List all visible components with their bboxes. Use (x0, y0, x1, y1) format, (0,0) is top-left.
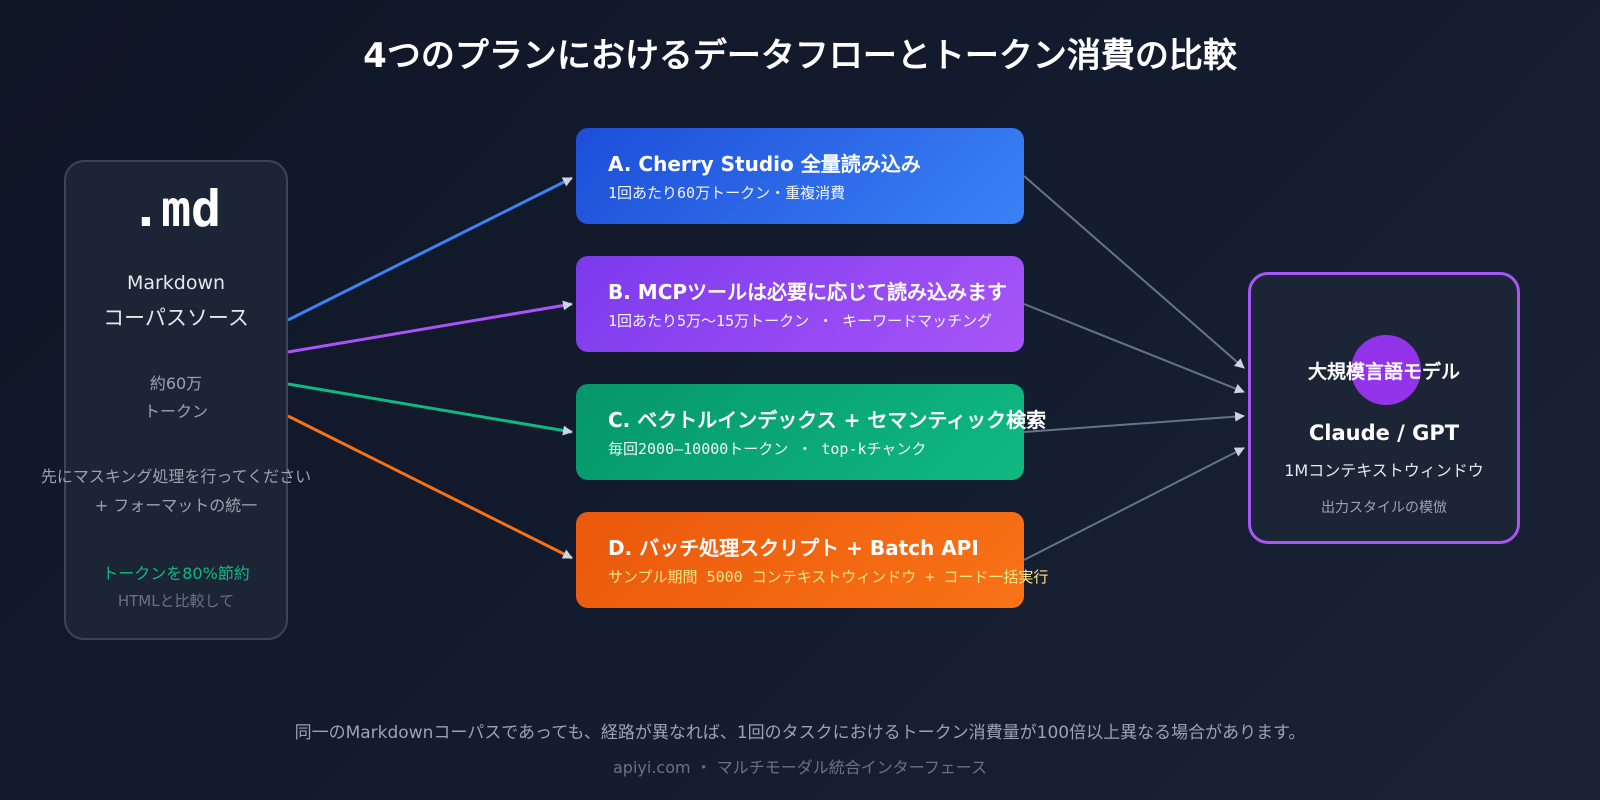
llm-model: Claude / GPT (1308, 421, 1460, 445)
plan-d-title: D. バッチ処理スクリプト + Batch API (608, 536, 979, 560)
plan-c-card: C. ベクトルインデックス + セマンティック検索 毎回2000–10000トー… (576, 384, 1046, 480)
arrow-plan-b-to-llm (1023, 303, 1245, 394)
plan-a-desc: 1回あたり60万トークン・重複消費 (608, 184, 846, 202)
arrow-source-to-plan-b (287, 300, 573, 354)
arrow-source-to-plan-d (287, 414, 573, 560)
plan-b-title: B. MCPツールは必要に応じて読み込みます (608, 280, 1008, 304)
footer-note: 同一のMarkdownコーパスであっても、経路が異なれば、1回のタスクにおけるト… (294, 723, 1306, 743)
footer-credit: apiyi.com ・ マルチモーダル統合インターフェース (613, 758, 987, 777)
token-count-line1: 約60万 (149, 374, 203, 393)
arrow-plan-c-to-llm (1023, 411, 1245, 433)
arrow-source-to-plan-a (287, 176, 573, 322)
llm-style: 出力スタイルの模倣 (1321, 500, 1447, 516)
llm-context: 1Mコンテキストウィンドウ (1284, 461, 1484, 480)
plan-a-card: A. Cherry Studio 全量読み込み 1回あたり60万トークン・重複消… (576, 128, 1024, 224)
plan-c-desc: 毎回2000–10000トークン ・ top-kチャンク (608, 440, 927, 458)
plan-b-card: B. MCPツールは必要に応じて読み込みます 1回あたり5万〜15万トークン ・… (576, 256, 1024, 352)
plan-d-card: D. バッチ処理スクリプト + Batch API サンプル期間 5000 コン… (576, 512, 1048, 608)
plan-d-desc: サンプル期間 5000 コンテキストウィンドウ + コード一括実行 (608, 568, 1049, 586)
token-count-line2: トークン (143, 402, 208, 421)
source-name-line2: コーパスソース (103, 306, 249, 330)
page-title: 4つのプランにおけるデータフローとトークン消費の比較 (363, 36, 1237, 76)
token-saving-label: トークンを80%節約 (102, 564, 250, 583)
arrow-plan-a-to-llm (1023, 175, 1245, 369)
llm-card: 大規模言語モデル Claude / GPT 1Mコンテキストウィンドウ 出力スタ… (1248, 272, 1520, 544)
plan-c-title: C. ベクトルインデックス + セマンティック検索 (608, 408, 1047, 432)
plan-b-desc: 1回あたり5万〜15万トークン ・ キーワードマッチング (608, 312, 993, 330)
arrow-plan-d-to-llm (1023, 447, 1245, 561)
arrow-source-to-plan-c (287, 382, 573, 436)
preprocess-note-line2: + フォーマットの統一 (94, 496, 258, 515)
file-extension-label: .md (130, 180, 222, 238)
source-card: .md Markdown コーパスソース 約60万 トークン トークンを80%節… (64, 160, 288, 640)
llm-name: 大規模言語モデル (1307, 361, 1460, 383)
preprocess-note-line1: 先にマスキング処理を行ってください (40, 467, 312, 486)
plan-a-title: A. Cherry Studio 全量読み込み (608, 152, 921, 176)
llm-circle-icon (1351, 335, 1421, 405)
source-name-line1: Markdown (126, 272, 226, 294)
token-saving-note: HTMLと比較して (117, 592, 235, 610)
